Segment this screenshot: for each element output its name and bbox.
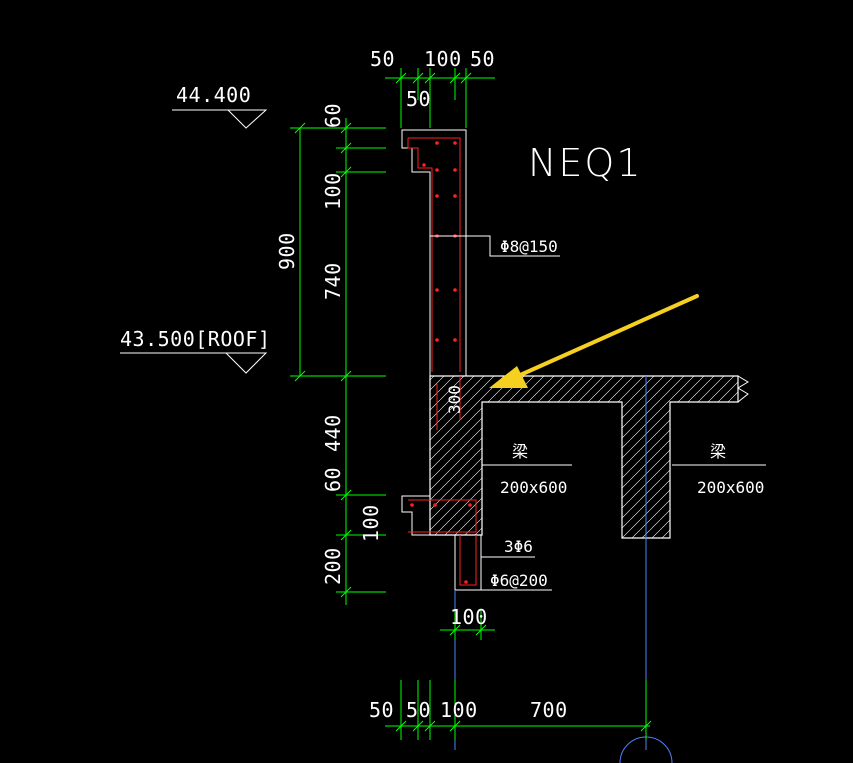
dim-left-100b: 100 xyxy=(359,504,383,542)
break-line xyxy=(737,375,749,403)
rebar-main-label: Φ8@150 xyxy=(500,237,558,256)
dim-bottom-100d: 100 xyxy=(440,698,478,722)
beam-size-1: 200x600 xyxy=(500,478,567,497)
dim-bottom-50e: 50 xyxy=(406,698,431,722)
dim-left-100a: 100 xyxy=(321,172,345,210)
drawing-title: NEQ1 xyxy=(528,141,643,185)
level-marker-roof xyxy=(120,352,268,374)
level-marker-top xyxy=(172,109,268,129)
dim-top-50c: 50 xyxy=(406,87,431,111)
dim-left-60a: 60 xyxy=(321,103,345,128)
rebar-bottom1-label: 3Φ6 xyxy=(504,537,533,556)
dim-300: 300 xyxy=(445,385,464,414)
dim-left-900: 900 xyxy=(275,232,299,270)
highlight-arrow xyxy=(489,294,699,388)
dim-left-740: 740 xyxy=(321,262,345,300)
parapet-outline xyxy=(401,129,482,591)
rebar-bottom2-label: Φ6@200 xyxy=(490,571,548,590)
dimension-lines xyxy=(120,68,766,740)
dim-bottom-100c: 100 xyxy=(450,605,488,629)
dim-left-440: 440 xyxy=(321,414,345,452)
rebar-lines xyxy=(407,137,477,586)
dim-left-60b: 60 xyxy=(321,467,345,492)
beam-size-2: 200x600 xyxy=(697,478,764,497)
level-top-label: 44.400 xyxy=(176,83,251,107)
dim-top-100: 100 xyxy=(424,47,462,71)
dim-left-200: 200 xyxy=(321,547,345,585)
beam-label-2: 梁 xyxy=(710,442,726,461)
concrete-section xyxy=(429,375,749,539)
dim-top-50a: 50 xyxy=(370,47,395,71)
level-roof-label: 43.500[ROOF] xyxy=(120,327,271,351)
dim-bottom-700: 700 xyxy=(530,698,568,722)
dim-bottom-50d: 50 xyxy=(369,698,394,722)
beam-label-1: 梁 xyxy=(512,442,528,461)
dim-top-50b: 50 xyxy=(470,47,495,71)
